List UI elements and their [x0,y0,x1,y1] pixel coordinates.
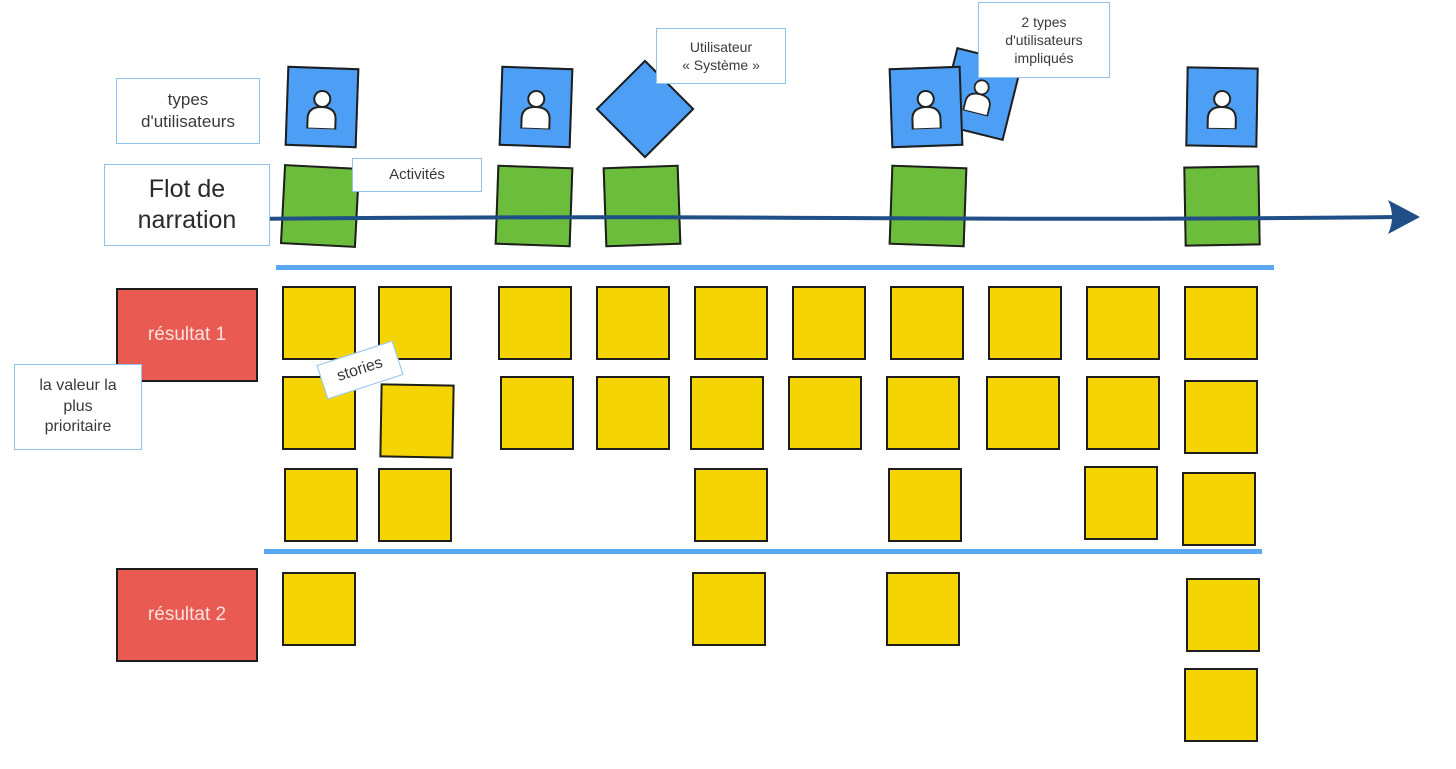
story-card [1184,286,1258,360]
story-card [792,286,866,360]
narrative-flow-arrow [241,200,1420,234]
story-card [986,376,1060,450]
narrative-flow-label: Flot de narration [104,164,270,246]
priority-value-label: la valeur la plus prioritaire [14,364,142,450]
story-card [1086,286,1160,360]
user-card-4b [937,46,1023,142]
story-card [694,286,768,360]
story-card [1086,376,1160,450]
story-card [1186,578,1260,652]
person-icon [1206,89,1237,129]
user-card-4a [888,65,964,149]
story-card [378,286,452,360]
story-card [284,468,358,542]
user-card-5 [1185,66,1259,148]
story-card [1184,380,1258,454]
story-card [1182,472,1256,546]
system-user-label: Utilisateur « Système » [656,28,786,84]
release-separator-line-1 [276,265,1274,270]
story-card [988,286,1062,360]
two-user-types-label: 2 types d'utilisateurs impliqués [978,2,1110,78]
story-card [1184,668,1258,742]
story-card [886,376,960,450]
story-card [694,468,768,542]
person-icon [306,89,337,130]
story-card [498,286,572,360]
story-card [500,376,574,450]
release-1-label: résultat 1 [147,324,227,345]
person-icon [911,89,942,130]
release-2-label: résultat 2 [147,604,227,625]
release-2-box: résultat 2 [116,568,258,662]
person-icon [962,78,991,117]
story-card [890,286,964,360]
story-card [888,468,962,542]
story-card [282,286,356,360]
story-card [1084,466,1158,540]
person-icon [520,89,551,130]
story-card [282,572,356,646]
story-card [886,572,960,646]
story-card [596,376,670,450]
story-card [378,468,452,542]
user-card-2 [498,65,574,149]
user-card-1 [284,65,360,149]
user-types-label: types d'utilisateurs [116,78,260,144]
story-card [596,286,670,360]
activities-label: Activités [352,158,482,192]
story-card [788,376,862,450]
story-card [379,383,455,459]
story-card [692,572,766,646]
story-card [690,376,764,450]
release-separator-line-2 [264,549,1262,554]
